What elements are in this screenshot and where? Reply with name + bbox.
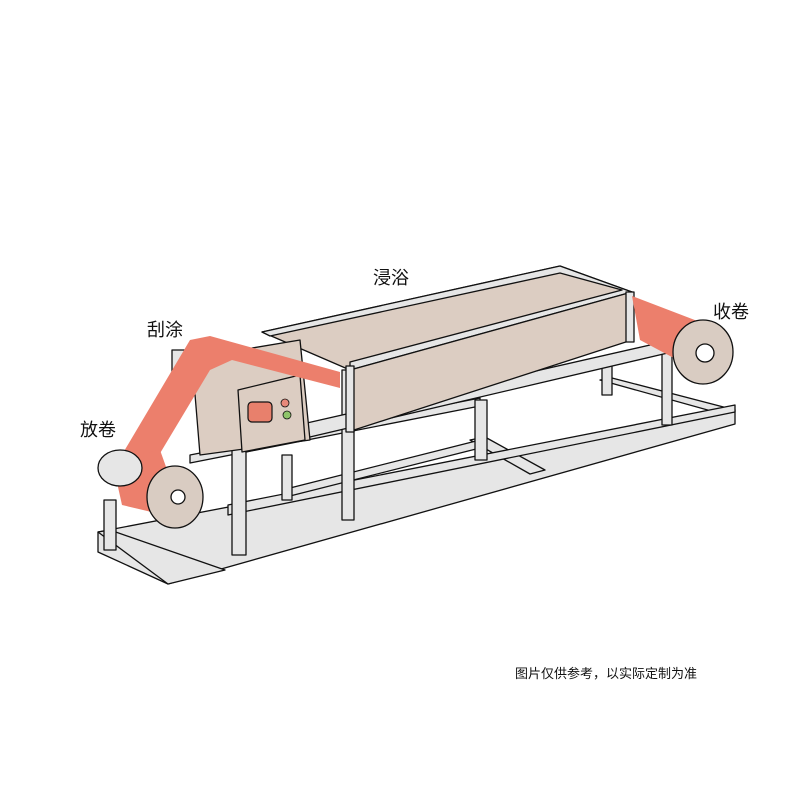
indicator-light-red <box>280 398 290 408</box>
label-immersion-bath: 浸浴 <box>373 268 409 289</box>
label-unwind: 放卷 <box>80 420 116 441</box>
control-panel-display <box>247 401 273 423</box>
rewind-roll <box>672 319 734 385</box>
disclaimer-caption: 图片仅供参考，以实际定制为准 <box>515 667 698 682</box>
label-rewind: 收卷 <box>713 302 749 323</box>
immersion-tank <box>261 265 635 433</box>
label-scrape-coat: 刮涂 <box>147 320 183 341</box>
unwind-roll <box>97 449 204 529</box>
indicator-light-green <box>282 410 292 420</box>
